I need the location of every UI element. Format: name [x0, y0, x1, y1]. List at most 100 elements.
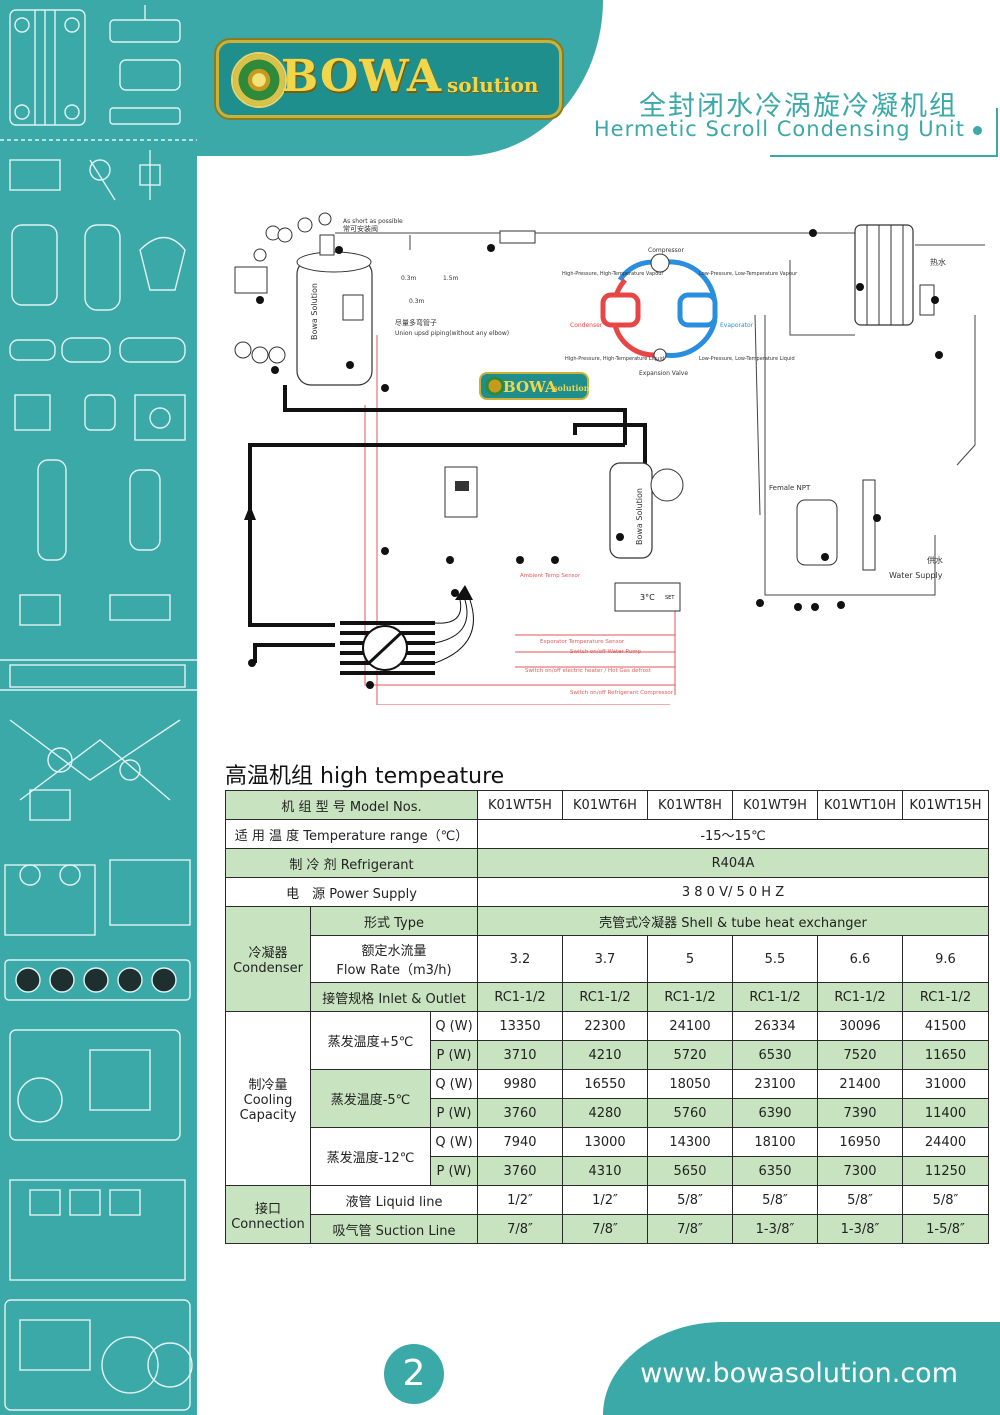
p-label: P (W) [430, 1098, 478, 1128]
inlet-cell: RC1-1/2 [562, 982, 648, 1012]
inlet-cell: RC1-1/2 [817, 982, 903, 1012]
p-cell: 5720 [647, 1040, 733, 1070]
condenser-label: 冷凝器 Condenser [225, 906, 311, 1012]
dim-label-2: 1.5m [443, 275, 459, 282]
liquid-cell: 1/2″ [562, 1185, 648, 1215]
suction-cell: 1-5/8″ [902, 1214, 989, 1244]
q-cell: 18050 [647, 1069, 733, 1099]
piping-label-en: Union upsd piping(without any elbow) [395, 330, 509, 337]
flow-cell: 5 [647, 935, 733, 983]
ambient-sensor-label: Ambient Temp Sensor [520, 573, 581, 579]
product-sketches [0, 5, 197, 1411]
temp-label: 适 用 温 度 Temperature range（℃） [225, 819, 478, 849]
p-cell: 6390 [732, 1098, 818, 1128]
piping-label-cn: 尽量多弯管子 [395, 318, 437, 327]
q-cell: 22300 [562, 1011, 648, 1041]
flow-cell: 9.6 [902, 935, 989, 983]
water-supply-cn: 供水 [927, 555, 943, 565]
table-row: 制冷量 Cooling Capacity 蒸发温度+5℃ Q (W) 13350… [225, 1011, 989, 1186]
table-row: P (W) 3760 4280 5760 6390 7390 11400 [226, 1098, 989, 1128]
q-cell: 16550 [562, 1069, 648, 1099]
product-sidebar [0, 0, 197, 1415]
model-cell: K01WT8H [647, 790, 733, 820]
p-cell: 11650 [902, 1040, 989, 1070]
suction-cell: 1-3/8″ [732, 1214, 818, 1244]
p-cell: 5650 [647, 1156, 733, 1186]
p-cell: 4310 [562, 1156, 648, 1186]
table-row: 电 源 Power Supply 3 8 0 V/ 5 0 H Z [225, 877, 989, 907]
table-row: 适 用 温 度 Temperature range（℃） -15～15℃ [225, 819, 989, 849]
flow-cell: 5.5 [732, 935, 818, 983]
flow-cell: 3.2 [477, 935, 563, 983]
liquid-label: 液管 Liquid line [310, 1185, 478, 1215]
q-cell: 13350 [477, 1011, 563, 1041]
evaporator-cycle-label: Evaporator [720, 322, 754, 329]
section-title: 高温机组 high tempeature [225, 758, 504, 790]
lp-vapour-label: Low-Pressure, Low-Temperature Vapour [699, 271, 798, 277]
table-row: 蒸发温度-12℃ Q (W) 7940 13000 14300 18100 16… [226, 1127, 989, 1186]
evaporator-tank [609, 462, 653, 559]
inlet-cell: RC1-1/2 [902, 982, 989, 1012]
suction-cell: 7/8″ [562, 1214, 648, 1244]
water-receiver [796, 499, 838, 566]
controller-unit [444, 466, 478, 518]
model-cell: K01WT10H [817, 790, 903, 820]
flow-cell: 3.7 [562, 935, 648, 983]
p-label: P (W) [430, 1156, 478, 1186]
connection-label-en: Connection [231, 1216, 305, 1232]
q-cell: 31000 [902, 1069, 989, 1099]
refrigeration-cycle: Compressor Condenser Evaporator Expansio… [562, 247, 798, 377]
hot-water-label: 热水 [930, 257, 946, 267]
condenser-cycle-label: Condenser [570, 322, 603, 329]
model-cell: K01WT15H [902, 790, 989, 820]
q-cell: 24400 [902, 1127, 989, 1157]
table-row: P (W) 3710 4210 5720 6530 7520 11650 [226, 1040, 989, 1070]
p-cell: 6350 [732, 1156, 818, 1186]
capacity-label-en1: Cooling [243, 1093, 293, 1108]
logo-brand-suffix: solution [447, 73, 539, 97]
p-label: P (W) [430, 1040, 478, 1070]
section-title-cn: 高温机组 [225, 764, 314, 789]
capacity-label-cn: 制冷量 [248, 1078, 288, 1093]
inlet-label: 接管规格 Inlet & Outlet [310, 982, 478, 1012]
liquid-cell: 1/2″ [477, 1185, 563, 1215]
q-cell: 7940 [477, 1127, 563, 1157]
q-cell: 41500 [902, 1011, 989, 1041]
evap-sensor-label: Exporator Temperature Sensor [540, 639, 625, 645]
diagram-badge-suffix: solution [553, 383, 590, 393]
controller-set-label: SET [665, 595, 675, 601]
brand-logo: BOWA solution [216, 40, 562, 118]
liquid-cell: 5/8″ [817, 1185, 903, 1215]
connection-label-cn: 接口 [254, 1201, 281, 1217]
p-cell: 3760 [477, 1098, 563, 1128]
switch-compressor-label: Switch on/off Refrigerant Compressor [570, 690, 674, 696]
hp-liquid-label: High-Pressure, High-Temperature Liquid [565, 356, 664, 362]
evap-temp-label: 蒸发温度+5℃ [310, 1011, 431, 1070]
q-cell: 9980 [477, 1069, 563, 1099]
temp-value: -15～15℃ [477, 819, 989, 849]
q-cell: 16950 [817, 1127, 903, 1157]
refrigerant-value: R404A [477, 848, 989, 878]
flow-label-en: Flow Rate（m3/h) [336, 963, 452, 978]
evaporator-coil [340, 585, 474, 675]
model-cell: K01WT9H [732, 790, 818, 820]
evap-temp-label: 蒸发温度-12℃ [310, 1127, 431, 1186]
controller-temp-readout: 3°C [640, 593, 655, 602]
model-cell: K01WT6H [562, 790, 648, 820]
table-row: 额定水流量 Flow Rate（m3/h) 3.2 3.7 5 5.5 6.6 … [226, 935, 989, 983]
valve-label-cn: 常可安装阀 [343, 224, 378, 233]
p-cell: 6530 [732, 1040, 818, 1070]
website-link[interactable]: www.bowasolution.com [640, 1358, 958, 1389]
valve-label-en: As short as possible [343, 218, 403, 225]
logo-emblem-icon [231, 52, 287, 108]
suction-cell: 7/8″ [647, 1214, 733, 1244]
capacity-label-en2: Capacity [239, 1108, 297, 1123]
table-row: 接口 Connection 液管 Liquid line 1/2″ 1/2″ 5… [225, 1185, 989, 1244]
flow-label: 额定水流量 Flow Rate（m3/h) [310, 935, 478, 983]
title-underline [770, 155, 998, 157]
power-label: 电 源 Power Supply [225, 877, 478, 907]
q-label: Q (W) [430, 1127, 478, 1157]
system-diagram: Bowa Solution As short as possible 常可安装阀… [234, 212, 985, 705]
footer-band [603, 1322, 1000, 1415]
refrigerant-label: 制 冷 剂 Refrigerant [225, 848, 478, 878]
